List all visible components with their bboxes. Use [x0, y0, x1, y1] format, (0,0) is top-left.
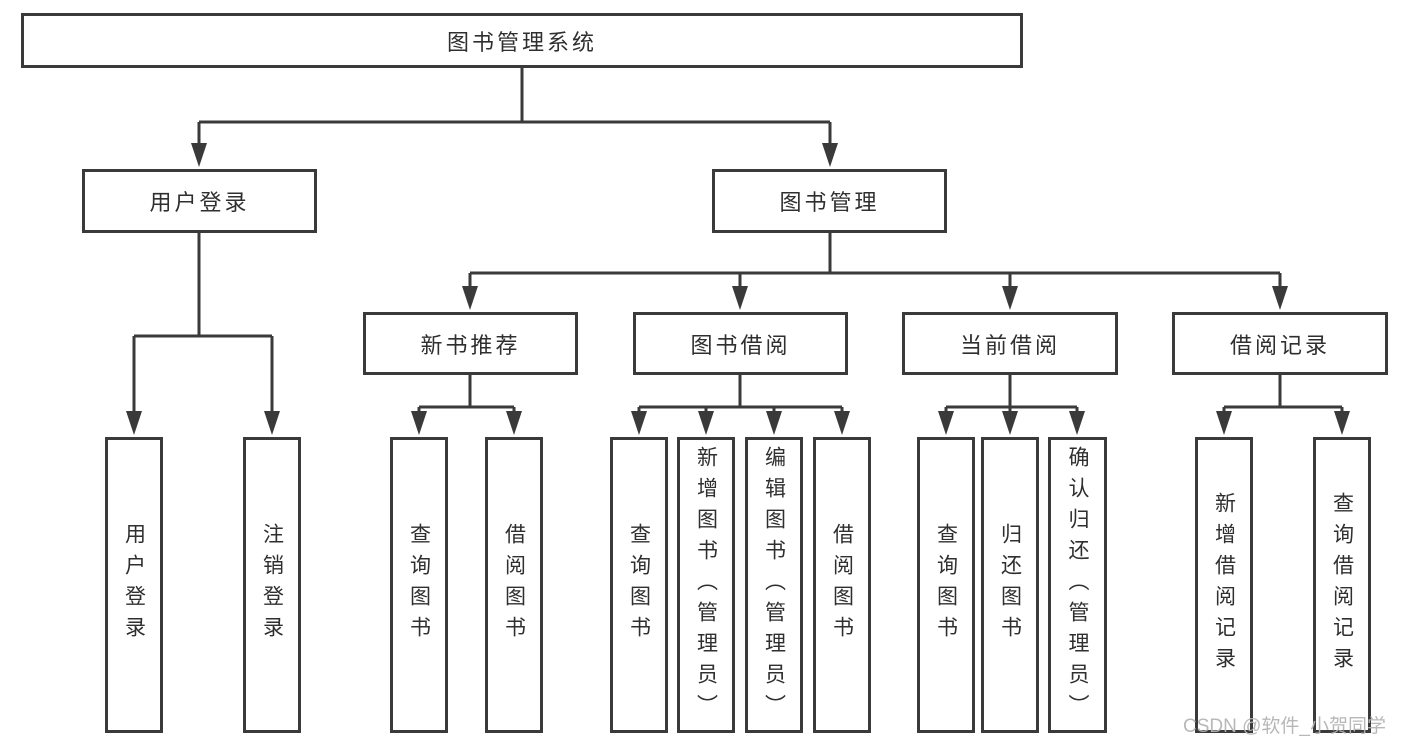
- arrowheads-new-book-recommend: [411, 411, 522, 435]
- arrowheads-book-borrowing: [631, 411, 850, 435]
- leaf-edit-book-admin-label: 编辑图书（管理员）: [762, 445, 786, 725]
- leaf-add-borrow-record: 新增借阅记录: [1195, 437, 1253, 733]
- leaf-user-login: 用户登录: [105, 437, 163, 733]
- leaf-borrowing-query-books-label: 查询图书: [627, 523, 651, 647]
- leaf-recommend-query-books-label: 查询图书: [407, 523, 431, 647]
- leaf-edit-book-admin: 编辑图书（管理员）: [745, 437, 803, 733]
- connector-current-borrowing-children: [944, 375, 1079, 413]
- node-user-login: 用户登录: [82, 169, 317, 233]
- leaf-recommend-query-books: 查询图书: [390, 437, 448, 733]
- leaf-return-books-label: 归还图书: [998, 523, 1022, 647]
- leaf-current-query-books: 查询图书: [917, 437, 975, 733]
- node-book-borrowing-label: 图书借阅: [690, 332, 791, 358]
- leaf-confirm-return-admin: 确认归还（管理员）: [1048, 437, 1107, 733]
- leaf-query-borrow-record-label: 查询借阅记录: [1330, 492, 1354, 678]
- leaf-return-books: 归还图书: [981, 437, 1039, 733]
- arrowheads-level3: [462, 286, 1288, 310]
- leaf-confirm-return-admin-label: 确认归还（管理员）: [1066, 445, 1089, 725]
- arrowheads-borrowing-records: [1216, 411, 1350, 435]
- leaf-add-borrow-record-label: 新增借阅记录: [1212, 492, 1236, 678]
- leaf-recommend-borrow-books-label: 借阅图书: [502, 523, 526, 647]
- leaf-recommend-borrow-books: 借阅图书: [485, 437, 543, 733]
- leaf-logout-login: 注销登录: [243, 437, 301, 733]
- node-book-borrowing: 图书借阅: [633, 312, 848, 375]
- leaf-borrowing-query-books: 查询图书: [610, 437, 668, 733]
- node-new-book-recommend-label: 新书推荐: [420, 332, 521, 358]
- leaf-add-book-admin-label: 新增图书（管理员）: [694, 445, 718, 725]
- connector-book-management-children: [468, 233, 1282, 288]
- csdn-watermark: CSDN @软件_小贺同学: [1183, 716, 1386, 737]
- node-book-management-label: 图书管理: [779, 190, 880, 215]
- leaf-logout-login-label: 注销登录: [260, 523, 284, 647]
- leaf-add-book-admin: 新增图书（管理员）: [677, 437, 735, 733]
- connector-new-book-recommend-children: [417, 375, 516, 413]
- arrowheads-user-login-children: [126, 411, 280, 435]
- leaf-borrowing-borrow-books-label: 借阅图书: [830, 523, 854, 647]
- node-current-borrowing-label: 当前借阅: [959, 332, 1060, 358]
- node-borrowing-records-label: 借阅记录: [1229, 332, 1330, 358]
- leaf-query-borrow-record: 查询借阅记录: [1313, 437, 1371, 733]
- arrowheads-current-borrowing: [938, 411, 1085, 435]
- arrowheads-level2: [191, 143, 838, 167]
- node-user-login-label: 用户登录: [149, 190, 250, 215]
- node-book-management: 图书管理: [712, 169, 947, 233]
- node-root-label: 图书管理系统: [446, 29, 597, 55]
- node-root: 图书管理系统: [21, 13, 1023, 68]
- connector-book-borrowing-children: [637, 375, 844, 413]
- node-current-borrowing: 当前借阅: [902, 312, 1118, 375]
- node-borrowing-records: 借阅记录: [1172, 312, 1388, 375]
- leaf-current-query-books-label: 查询图书: [934, 523, 958, 647]
- connector-root-to-level2: [197, 68, 832, 146]
- leaf-user-login-label: 用户登录: [122, 523, 146, 647]
- connector-borrowing-records-children: [1222, 375, 1344, 413]
- connector-user-login-children: [132, 233, 274, 413]
- node-new-book-recommend: 新书推荐: [363, 312, 578, 375]
- leaf-borrowing-borrow-books: 借阅图书: [813, 437, 871, 733]
